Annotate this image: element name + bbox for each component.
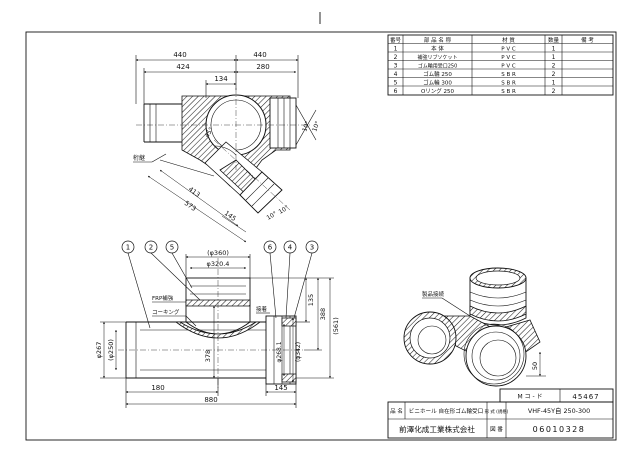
dimension-label: (561) xyxy=(332,317,340,334)
table-row: S B R xyxy=(501,89,516,95)
table-row: 2 xyxy=(394,54,398,61)
dimension-label: 135 xyxy=(307,294,315,306)
doc-number-value: 06010328 xyxy=(533,425,586,434)
dimension-label: φ320.4 xyxy=(207,260,230,268)
balloon: 5 xyxy=(170,244,174,252)
dimension-label: 880 xyxy=(204,396,217,404)
top-view: 45° 10° 10° 10° 10° 440 440 424 280 134 … xyxy=(133,51,322,243)
parts-table: 番号 部 品 名 称 材 質 数量 備 考 1 本 体 P V C 1 2 補強… xyxy=(387,34,614,96)
balloon: 2 xyxy=(149,244,153,252)
drawing-border xyxy=(25,31,617,441)
frp-label: FRP補強 xyxy=(152,294,174,302)
table-header-qty: 数量 xyxy=(548,36,560,44)
table-row: 1 xyxy=(552,54,556,61)
table-row: ゴム輪用受口250 xyxy=(418,62,458,69)
table-row: 2 xyxy=(552,71,556,78)
table-row: P V C xyxy=(501,55,516,61)
table-row: 2 xyxy=(552,88,556,95)
table-row: 6 xyxy=(394,88,398,95)
table-row: 1 xyxy=(394,45,398,52)
table-row: 本 体 xyxy=(431,44,444,52)
angle-label: 10° xyxy=(266,210,279,221)
code-label: M コ - ド xyxy=(517,394,542,401)
angle-label: 10° xyxy=(278,204,291,215)
table-row: 3 xyxy=(394,62,398,69)
dimension-label: 440 xyxy=(253,51,266,59)
table-row: ゴム輪 250 xyxy=(423,70,452,78)
table-header-notes: 備 考 xyxy=(581,36,594,44)
table-row: 1 xyxy=(552,79,556,86)
code-value: 45467 xyxy=(572,393,599,401)
table-header-no: 番号 xyxy=(390,37,402,44)
table-row: 1 xyxy=(552,45,556,52)
dimension-label: 440 xyxy=(173,51,186,59)
table-row: 4 xyxy=(394,71,398,78)
isometric-view: 製品接続 50 xyxy=(403,267,546,387)
front-view: 1 2 5 6 4 3 (φ360) φ320.4 FRP補強 コーキング 接着 xyxy=(95,240,340,408)
table-row: 5 xyxy=(394,79,398,86)
caulk-label: コーキング xyxy=(152,308,180,316)
dimension-label: 280 xyxy=(256,63,269,71)
dimension-label: (φ250) xyxy=(107,339,115,361)
table-row: P V C xyxy=(501,46,516,52)
dimension-label: 134 xyxy=(214,75,228,83)
dimension-label: 145 xyxy=(274,384,287,392)
dimension-label: φ268.1 xyxy=(276,341,283,362)
table-row: S B R xyxy=(501,72,516,78)
doc-number-label: 図 番 xyxy=(490,426,503,433)
dimension-label: 573 xyxy=(183,199,198,213)
title-block: M コ - ド 45467 品 名 ビニホール 自在形ゴム輪受口 形 式 (規格… xyxy=(387,388,614,439)
dimension-label: 378 xyxy=(204,350,212,362)
dimension-label: 388 xyxy=(319,308,327,320)
table-row: 2 xyxy=(552,62,556,69)
product-connect-label: 製品接続 xyxy=(422,290,445,298)
dimension-label: 145 xyxy=(223,209,238,223)
balloon: 3 xyxy=(310,244,314,252)
dimension-label: (φ342) xyxy=(295,342,302,362)
rubber-label: 接着 xyxy=(256,305,268,313)
table-row: ゴム輪 300 xyxy=(423,78,452,86)
model-label: 形 式 (規格) xyxy=(485,408,509,415)
table-row: S B R xyxy=(501,80,516,86)
dimension-label: 413 xyxy=(187,185,202,199)
name-value: ビニホール 自在形ゴム輪受口 xyxy=(409,407,484,415)
dimension-label: 50 xyxy=(531,362,539,370)
dimension-label: (φ360) xyxy=(207,249,229,257)
dimension-label: 424 xyxy=(176,63,190,71)
table-header-material: 材 質 xyxy=(502,36,515,44)
balloon: 4 xyxy=(288,244,293,252)
name-label: 品 名 xyxy=(390,407,403,415)
table-header-name: 部 品 名 称 xyxy=(424,36,452,44)
sleeve-label: 桁継 xyxy=(133,154,145,162)
table-row: 補強リブソケット xyxy=(417,54,457,61)
dimension-label: φ267 xyxy=(95,342,103,359)
balloon: 6 xyxy=(268,244,273,252)
model-value: VHF-45Y自 250-300 xyxy=(528,406,590,415)
table-row: Oリング 250 xyxy=(421,87,455,95)
angle-label: 45° xyxy=(204,126,215,139)
balloon: 1 xyxy=(126,244,130,252)
table-row: P V C xyxy=(501,63,516,69)
company-name: 前澤化成工業株式会社 xyxy=(399,424,475,434)
angle-label: 10° xyxy=(311,120,321,132)
dimension-label: 180 xyxy=(151,384,164,392)
